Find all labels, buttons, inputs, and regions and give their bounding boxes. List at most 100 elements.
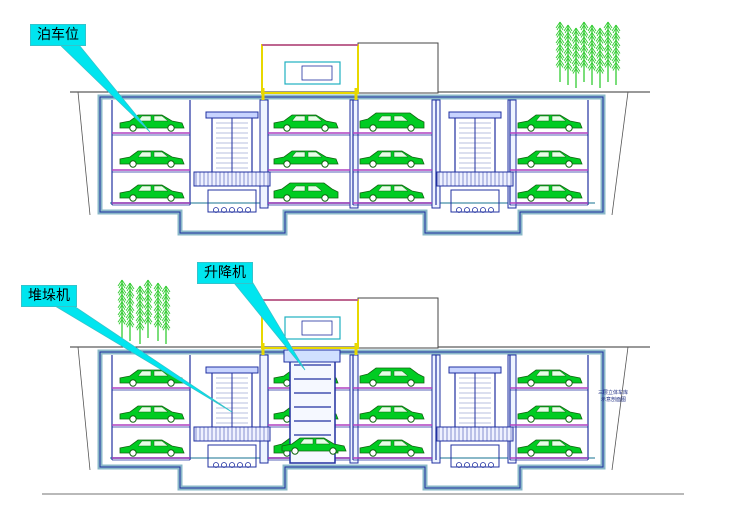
building-block <box>357 42 439 94</box>
tree-branch <box>143 294 153 303</box>
tree-branch <box>153 319 163 328</box>
car-body <box>359 405 425 420</box>
stacker-head <box>448 111 502 119</box>
car-wheel <box>129 449 137 457</box>
stacker-wheel <box>488 207 494 213</box>
entrance-window <box>284 316 341 340</box>
tree-branch <box>595 35 605 44</box>
tree-branch <box>579 59 589 68</box>
tree-branch <box>587 62 597 71</box>
tree-branch <box>595 65 605 74</box>
car-window <box>377 115 409 122</box>
car-window <box>377 406 409 413</box>
tree-branch <box>611 32 621 41</box>
car-wheel <box>565 449 573 457</box>
car-wheel <box>291 447 299 455</box>
tree-branch <box>587 24 597 34</box>
column <box>507 354 517 464</box>
tree-branch <box>611 47 621 56</box>
tree-branch <box>571 27 581 37</box>
car-window <box>535 370 567 377</box>
car-window <box>377 151 409 158</box>
tree-branch <box>571 42 581 52</box>
tree-branch <box>555 21 565 31</box>
car-body <box>273 114 339 129</box>
stacker-base <box>450 189 500 213</box>
car-wheel <box>369 160 377 168</box>
tree-branch <box>153 304 163 313</box>
tree-branch <box>595 57 605 67</box>
car-body <box>359 184 425 199</box>
car-body <box>119 114 185 129</box>
entrance-frame <box>261 44 359 94</box>
tree-branch <box>595 50 605 59</box>
car-wheel <box>167 124 175 132</box>
car-wheel <box>527 160 535 168</box>
car-wheel <box>527 379 535 387</box>
tree-branch <box>603 44 613 53</box>
car-window <box>137 185 169 192</box>
tree-branch <box>125 319 135 328</box>
stacker-wheel <box>480 207 486 213</box>
stacker-wheel <box>472 207 478 213</box>
tree-branch <box>595 42 605 52</box>
car-wheel <box>407 194 415 202</box>
tree-branch <box>587 39 597 49</box>
stacker-wheel <box>456 462 462 468</box>
car-wheel <box>167 379 175 387</box>
tree-branch <box>117 294 127 303</box>
car-body <box>359 150 425 165</box>
car-wheel <box>129 379 137 387</box>
car-wheel <box>407 415 415 423</box>
tree-branch <box>117 308 127 318</box>
tree-branch <box>587 47 597 56</box>
tree-branch <box>161 314 171 324</box>
tree-branch <box>161 322 171 331</box>
excavation-slope <box>611 346 629 471</box>
tree-branch <box>117 316 127 325</box>
tree-branch <box>125 304 135 313</box>
tree-branch <box>117 279 127 289</box>
car-wheel <box>369 124 377 132</box>
tree-branch <box>603 51 613 61</box>
car-body <box>517 405 583 420</box>
car-wheel <box>527 449 535 457</box>
stacker-wheel <box>245 207 251 213</box>
car-body <box>359 367 425 384</box>
car-wheel <box>129 160 137 168</box>
car-window <box>137 151 169 158</box>
stacker-wheel <box>464 207 470 213</box>
tree-branch <box>135 314 145 324</box>
car-body <box>273 182 339 199</box>
car-wheel <box>167 160 175 168</box>
tree-branch <box>611 39 621 49</box>
car-wheel <box>129 194 137 202</box>
car-body <box>119 150 185 165</box>
car-wheel <box>565 124 573 132</box>
car-window <box>291 115 323 122</box>
car-wheel <box>407 124 415 132</box>
tree-branch <box>587 32 597 41</box>
car-window <box>535 185 567 192</box>
entrance-glass <box>301 65 333 81</box>
tree-branch <box>555 44 565 53</box>
tree-branch <box>117 301 127 310</box>
car-window <box>137 115 169 122</box>
tree-branch <box>571 65 581 74</box>
tree-branch <box>571 50 581 59</box>
tree-branch <box>161 307 171 316</box>
side-note-line1: 三层立体车库 <box>598 390 629 396</box>
tree-branch <box>603 59 613 68</box>
tree-branch <box>161 293 171 302</box>
tree-branch <box>135 307 145 316</box>
car-window <box>137 370 169 377</box>
outer-wall-line <box>99 96 604 234</box>
car-window <box>535 406 567 413</box>
tree-branch <box>611 62 621 71</box>
tree-branch <box>571 35 581 44</box>
tree-branch <box>153 297 163 306</box>
tree-branch <box>579 36 589 46</box>
stacker-wheel <box>213 462 219 468</box>
car-wheel <box>369 194 377 202</box>
